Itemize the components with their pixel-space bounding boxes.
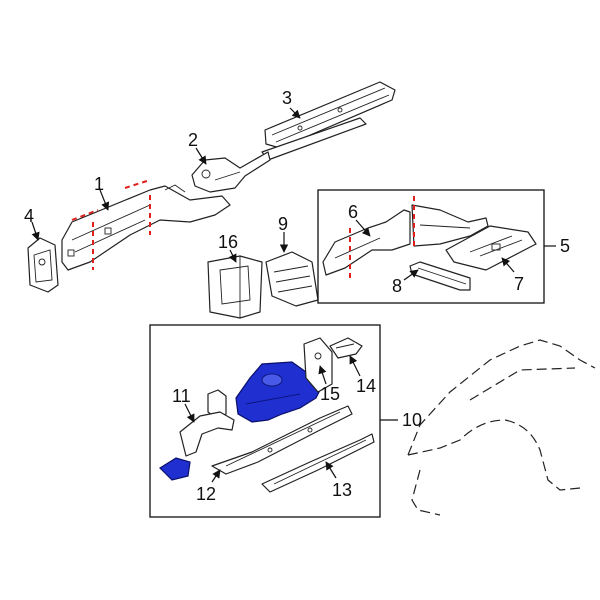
part-15-highlighted-apron[interactable] bbox=[235, 361, 323, 423]
callout-1: 1 bbox=[94, 174, 104, 194]
part-3-rocker-rail[interactable] bbox=[261, 81, 396, 161]
part-7-floor-panel[interactable] bbox=[445, 225, 537, 271]
part-small-bracket[interactable] bbox=[207, 389, 227, 419]
callout-16: 16 bbox=[218, 232, 238, 252]
leaders bbox=[31, 107, 556, 483]
callout-3: 3 bbox=[282, 88, 292, 108]
part-13-lower-reinforcement[interactable] bbox=[261, 433, 375, 493]
group-box-10 bbox=[149, 324, 381, 518]
part-6-rail-section[interactable] bbox=[322, 204, 489, 276]
part-9-bracket[interactable] bbox=[265, 251, 319, 307]
part-15-bracket-upper[interactable] bbox=[303, 337, 333, 393]
part-14-bracket[interactable] bbox=[329, 337, 363, 359]
callout-15: 15 bbox=[320, 384, 340, 404]
part-1-frame-rail[interactable] bbox=[61, 184, 231, 271]
callout-labels: 1 2 3 4 16 9 5 6 7 8 10 11 12 13 14 15 bbox=[24, 88, 570, 504]
cut-lines-part-1 bbox=[71, 179, 151, 270]
callout-7: 7 bbox=[514, 274, 524, 294]
callout-12: 12 bbox=[196, 484, 216, 504]
part-2-apron-rail[interactable] bbox=[191, 151, 271, 193]
part-12-bracket[interactable] bbox=[159, 457, 191, 481]
part-4-bracket[interactable] bbox=[27, 237, 59, 293]
cut-lines-part-6 bbox=[349, 196, 415, 282]
callout-14: 14 bbox=[356, 376, 376, 396]
callout-11: 11 bbox=[172, 386, 191, 406]
part-12-lower-rail[interactable] bbox=[211, 405, 353, 475]
callout-4: 4 bbox=[24, 206, 34, 226]
callout-2: 2 bbox=[188, 130, 198, 150]
callout-9: 9 bbox=[278, 214, 288, 234]
callout-6: 6 bbox=[348, 202, 358, 222]
callout-8: 8 bbox=[392, 276, 402, 296]
callout-13: 13 bbox=[332, 480, 352, 500]
callout-10: 10 bbox=[402, 410, 422, 430]
fender-outline bbox=[407, 339, 596, 516]
part-8-brace[interactable] bbox=[409, 261, 471, 291]
callout-5: 5 bbox=[560, 236, 570, 256]
part-16-mount-block[interactable] bbox=[207, 255, 263, 319]
part-11-wheelhouse-arch[interactable] bbox=[179, 411, 235, 457]
